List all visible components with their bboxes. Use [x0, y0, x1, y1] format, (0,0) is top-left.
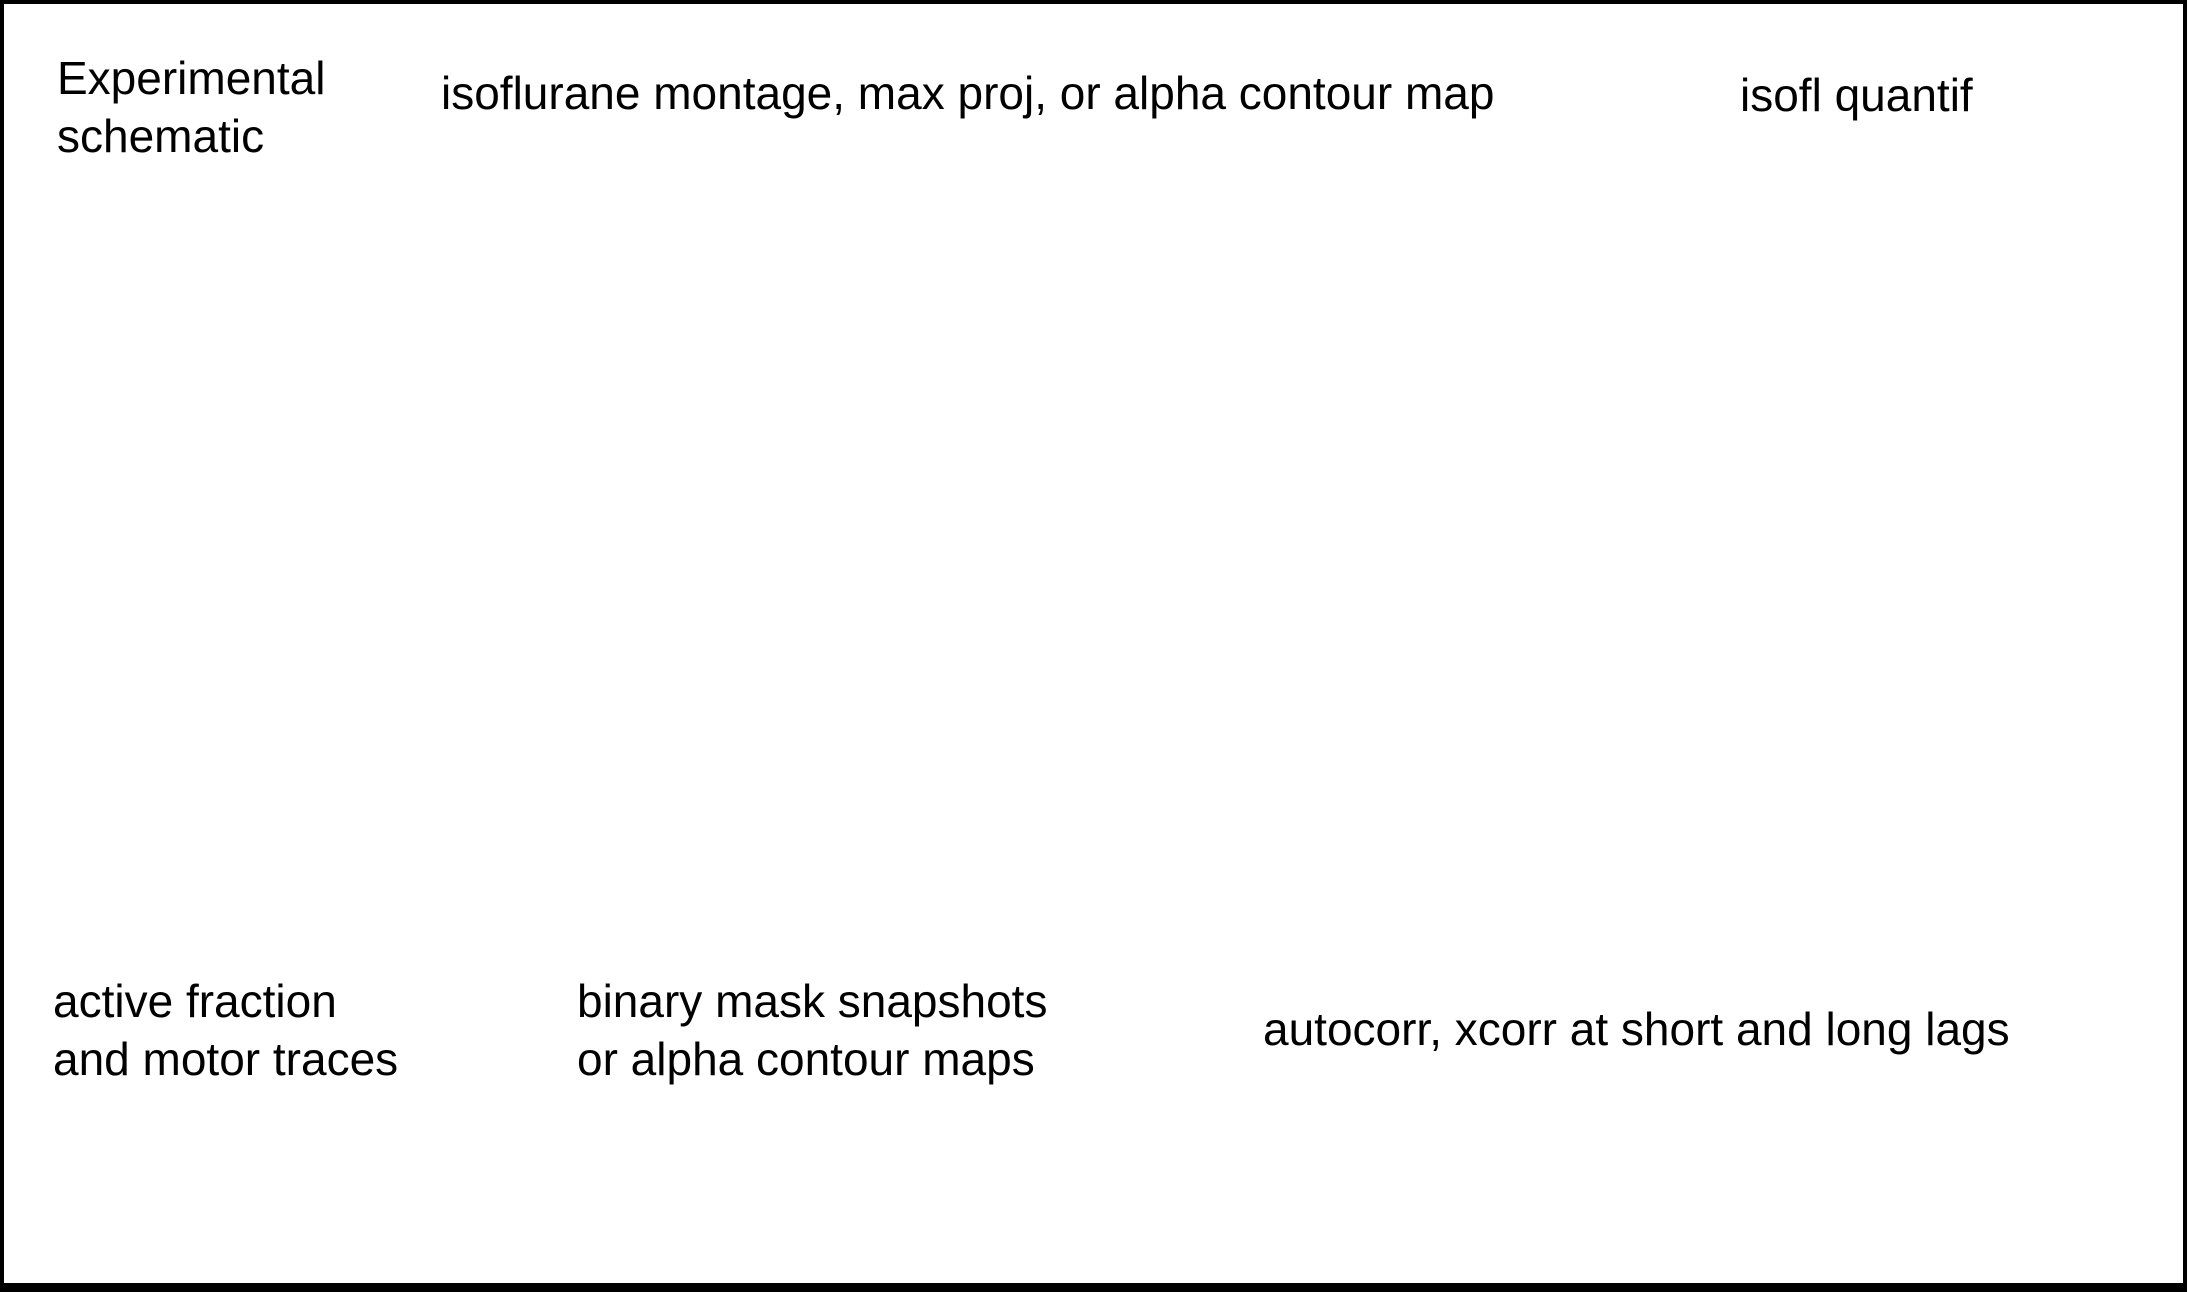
panel-label-active-fraction: active fraction and motor traces [53, 975, 399, 1085]
panel-label-experimental-schematic: Experimental schematic [57, 52, 326, 162]
panel-label-autocorr: autocorr, xcorr at short and long lags [1263, 1003, 2010, 1055]
panel-label-binary-mask: binary mask snapshots or alpha contour m… [577, 975, 1048, 1085]
panel-label-isofl-quantif: isofl quantif [1740, 69, 1973, 121]
panel-label-isoflurane-montage: isoflurane montage, max proj, or alpha c… [441, 67, 1495, 119]
